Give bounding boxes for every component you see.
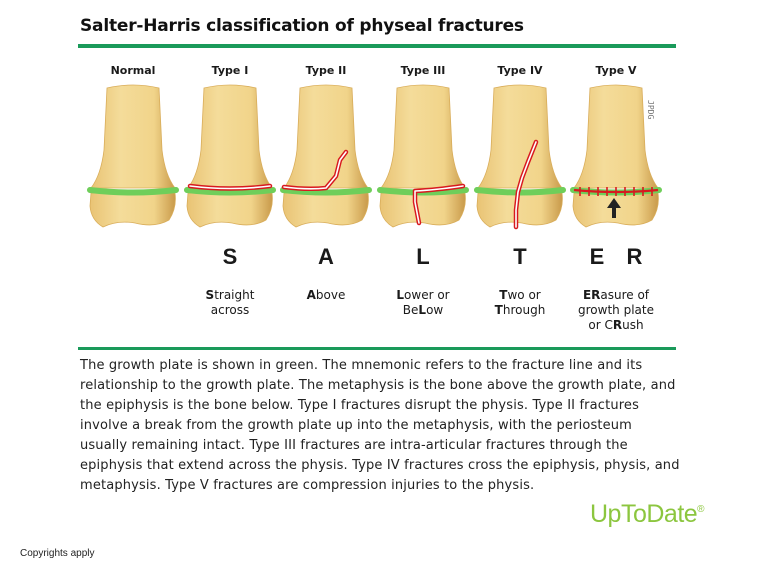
- copyright-footer: Copyrights apply: [20, 548, 95, 559]
- growth-plate: [87, 187, 179, 196]
- title-divider: [78, 44, 676, 48]
- growth-plate: [184, 187, 276, 196]
- figure-title: Salter-Harris classification of physeal …: [80, 16, 524, 36]
- mnemonic-text-type2: Above: [306, 288, 346, 302]
- watermark: JPDG: [646, 100, 655, 119]
- mnemonic-letter-type3: L: [416, 244, 430, 269]
- bone-diagram-type1: [184, 84, 276, 228]
- bone-diagram-type3: [377, 84, 469, 228]
- column-header-type5: Type V: [595, 64, 637, 77]
- uptodate-logo: UpToDate®: [590, 500, 705, 528]
- epiphysis: [89, 192, 176, 228]
- figure-description: The growth plate is shown in green. The …: [80, 358, 680, 493]
- column-header-type3: Type III: [400, 64, 446, 77]
- metaphysis: [477, 84, 563, 189]
- mnemonic-letter-type2: A: [318, 244, 334, 269]
- epiphysis: [186, 192, 273, 228]
- column-header-type2: Type II: [305, 64, 347, 77]
- growth-plate: [280, 187, 372, 196]
- metaphysis: [573, 84, 659, 189]
- bone-diagram-normal: [87, 84, 179, 228]
- mnemonic-letter-type4: T: [513, 244, 527, 269]
- bone-diagram-type2: [280, 84, 372, 228]
- compression-arrow-icon: [607, 198, 621, 218]
- description-divider: [78, 347, 676, 350]
- epiphysis: [282, 192, 369, 228]
- bone-diagram-type5: JPDG: [570, 84, 662, 228]
- column-header-type4: Type IV: [497, 64, 543, 77]
- column-header-normal: Normal: [110, 64, 156, 77]
- metaphysis: [90, 84, 176, 189]
- bone-diagram-type4: [474, 84, 566, 230]
- epiphysis: [476, 192, 563, 228]
- metaphysis: [283, 84, 369, 189]
- metaphysis: [380, 84, 466, 189]
- column-header-type1: Type I: [211, 64, 249, 77]
- mnemonic-letter-type5: E R: [589, 244, 651, 269]
- metaphysis: [187, 84, 273, 189]
- mnemonic-letter-type1: S: [222, 244, 238, 269]
- epiphysis: [379, 192, 466, 228]
